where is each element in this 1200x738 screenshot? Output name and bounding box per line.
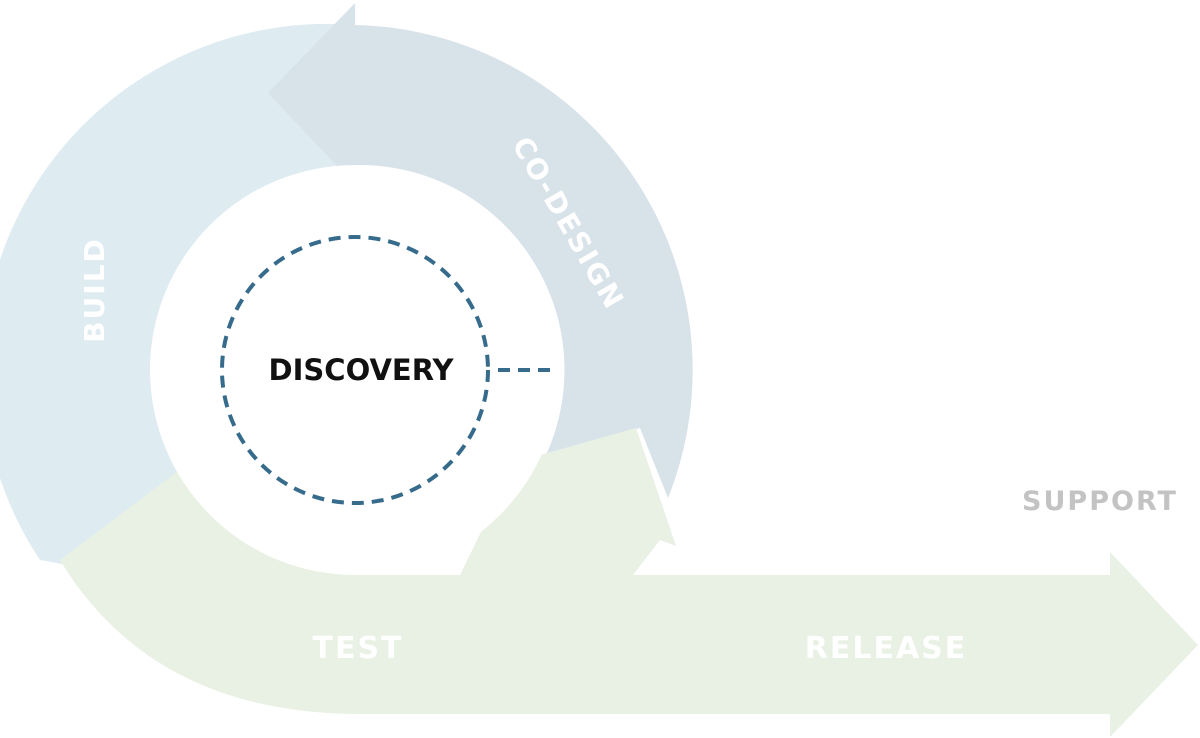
discovery-label: DISCOVERY <box>269 353 455 387</box>
test-release-arrow <box>60 462 1198 737</box>
release-label: RELEASE <box>805 631 968 666</box>
discovery-dashed-circle <box>220 235 490 505</box>
support-label: SUPPORT <box>1022 486 1178 517</box>
build-label: BUILD <box>78 237 111 343</box>
inner-circle <box>150 165 560 575</box>
test-label: TEST <box>312 631 403 666</box>
co-design-arrow <box>268 3 693 498</box>
